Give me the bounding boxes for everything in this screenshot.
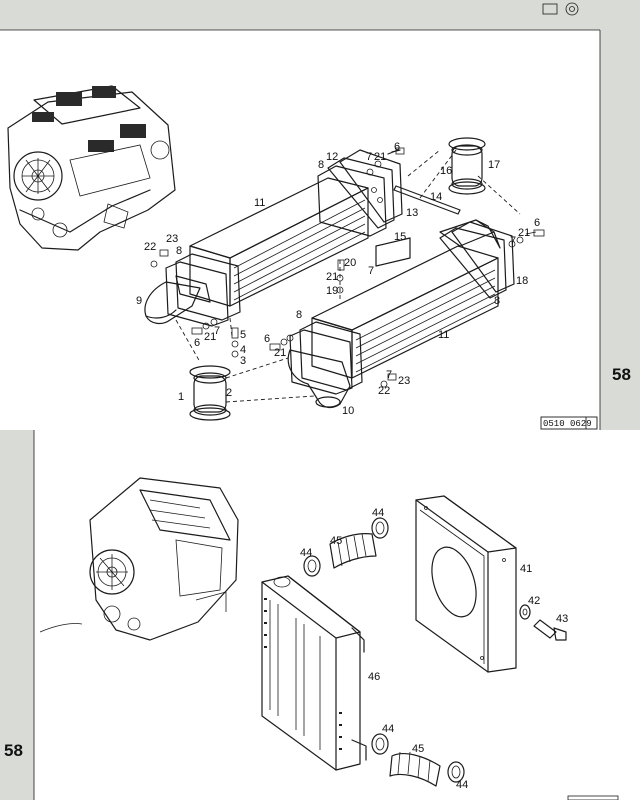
callout-6-c: 6 (194, 337, 200, 349)
bolt-43 (533, 619, 567, 641)
hose-clamp-44-b (371, 517, 389, 539)
callout-15: 15 (394, 231, 406, 243)
callout-46: 46 (368, 671, 380, 683)
callout-20: 20 (344, 257, 356, 269)
page-number-top: 58 (612, 365, 631, 384)
engine-illustration-bottom (89, 477, 239, 641)
callout-44-d: 44 (456, 779, 468, 791)
callout-43: 43 (556, 613, 568, 625)
top-margin-shade (0, 0, 640, 30)
callout-21-e: 21 (274, 347, 286, 359)
manual-corner-icons (542, 2, 579, 16)
elbow-pipe-10 (287, 349, 351, 409)
callout-44-a: 44 (300, 547, 312, 559)
right-margin-shade (600, 0, 640, 430)
callout-44-c: 44 (382, 723, 394, 735)
hose-clamp-44-a (303, 555, 321, 577)
charge-air-cooler-upper (165, 149, 403, 327)
intake-elbow-top-right (439, 219, 501, 249)
callout-8-c: 8 (296, 309, 302, 321)
callout-21-b: 21 (518, 227, 530, 239)
callout-23-b: 23 (398, 375, 410, 387)
tie-bar-14 (393, 185, 461, 215)
bottom-reference-box (567, 795, 619, 800)
fan-shroud-41 (415, 495, 517, 673)
callout-22-b: 22 (378, 385, 390, 397)
hose-16 (451, 144, 483, 190)
hose-45-upper (329, 533, 377, 569)
callout-23-a: 23 (166, 233, 178, 245)
hose-clamps-17 (448, 137, 486, 195)
hose-clamp-44-d (447, 761, 465, 783)
hose-clamp-44-c (371, 733, 389, 755)
callout-21-c: 21 (326, 271, 338, 283)
elbow-pipe-9 (144, 275, 211, 325)
callout-11-a: 11 (254, 197, 265, 209)
callout-9: 9 (136, 295, 142, 307)
callout-10: 10 (342, 405, 354, 417)
callout-45-b: 45 (412, 743, 424, 755)
hose-clamps-1 (189, 365, 231, 421)
left-margin-shade (0, 430, 34, 800)
callout-8-a: 8 (318, 159, 324, 171)
callout-17: 17 (488, 159, 500, 171)
callout-4: 4 (240, 344, 246, 356)
callout-7-e: 7 (386, 369, 392, 381)
callout-5: 5 (240, 329, 246, 341)
callout-41: 41 (520, 563, 532, 575)
page-number-bottom: 58 (4, 741, 23, 760)
drawing-reference-box: 0510 0629 (540, 416, 598, 430)
callout-3: 3 (240, 355, 246, 367)
callout-18: 18 (516, 275, 528, 287)
callout-6-a: 6 (394, 141, 400, 153)
callout-8-d: 8 (494, 295, 500, 307)
charge-air-cooler-lower (289, 221, 515, 395)
engine-illustration-top (7, 85, 176, 251)
callout-21-d: 21 (204, 331, 216, 343)
callout-19: 19 (326, 285, 338, 297)
callout-13: 13 (406, 207, 418, 219)
assembly-dash-lines (175, 149, 521, 403)
callout-2: 2 (226, 387, 232, 399)
callout-1: 1 (178, 391, 184, 403)
callout-7-c: 7 (368, 265, 374, 277)
callout-21-a: 21 (374, 151, 386, 163)
hose-45-lower (389, 751, 441, 787)
drawing-reference-number: 0510 0629 (543, 419, 592, 429)
callout-12: 12 (326, 151, 338, 163)
callout-8-b: 8 (176, 245, 182, 257)
callout-11-b: 11 (438, 329, 449, 341)
pen-mark (39, 623, 83, 633)
callout-16: 16 (440, 165, 452, 177)
radiator-46 (261, 575, 367, 771)
callout-7-a: 7 (366, 151, 372, 163)
callout-14: 14 (430, 191, 442, 203)
callout-42: 42 (528, 595, 540, 607)
callout-44-b: 44 (372, 507, 384, 519)
callout-45-a: 45 (330, 535, 342, 547)
callout-labels-bottom: 41 42 43 44 44 44 44 45 45 46 (300, 507, 568, 791)
callout-7-b: 7 (510, 235, 516, 247)
callout-6-d: 6 (264, 333, 270, 345)
callout-22-a: 22 (144, 241, 156, 253)
callout-labels-top: 1 2 3 4 5 6 6 6 6 7 7 7 7 7 8 8 8 8 9 10… (136, 141, 540, 417)
callout-6-b: 6 (534, 217, 540, 229)
callout-7-d: 7 (214, 325, 220, 337)
washer-42 (519, 604, 531, 620)
